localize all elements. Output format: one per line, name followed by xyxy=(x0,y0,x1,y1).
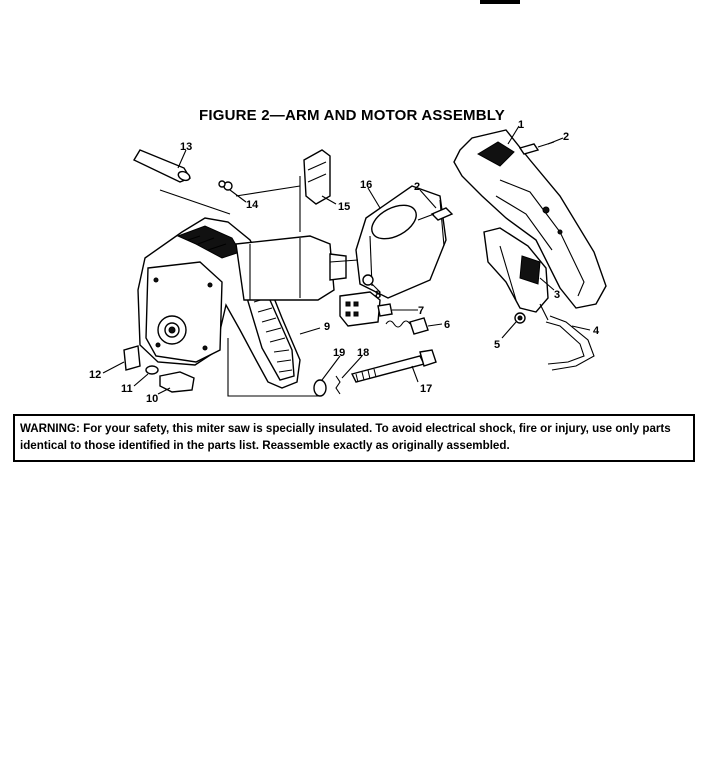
assembly-guide-lines xyxy=(159,185,359,397)
part-1-arm-cover xyxy=(453,129,607,309)
callout-2-upper: 2 xyxy=(563,131,569,143)
part-3-inner-arm-cover xyxy=(483,227,549,313)
part-4-handle-spring xyxy=(539,303,595,371)
callout-8: 8 xyxy=(375,289,381,301)
callout-18: 18 xyxy=(357,347,369,359)
callout-9: 9 xyxy=(324,321,330,333)
scan-edge-mark xyxy=(480,0,520,4)
part-11-screw xyxy=(145,365,159,375)
callout-4: 4 xyxy=(593,325,600,337)
part-2-screw-lower xyxy=(417,207,454,221)
callout-5: 5 xyxy=(494,339,500,351)
part-10-terminal-clip xyxy=(159,371,195,393)
part-6-clip xyxy=(385,317,429,335)
callout-11: 11 xyxy=(121,383,133,395)
part-8-nut xyxy=(362,274,374,286)
callout-13: 13 xyxy=(180,141,192,153)
callout-7: 7 xyxy=(418,305,424,317)
callout-labels: 1 2 2 3 4 5 6 7 8 9 10 11 12 13 14 15 16… xyxy=(89,119,600,405)
part-19-flat-washer xyxy=(313,379,327,397)
part-17-long-bolt xyxy=(350,349,437,383)
part-18-lock-washer xyxy=(335,375,341,395)
callout-14: 14 xyxy=(246,199,259,211)
callout-10: 10 xyxy=(146,393,158,405)
part-12-brush-holder xyxy=(123,345,141,371)
figure-title: FIGURE 2—ARM AND MOTOR ASSEMBLY xyxy=(199,107,505,124)
part-7-switch xyxy=(339,291,393,327)
part-13-pin xyxy=(133,149,192,183)
part-9-arm-housing xyxy=(137,217,301,389)
callout-12: 12 xyxy=(89,369,101,381)
motor-body xyxy=(235,235,347,301)
callout-2-lower: 2 xyxy=(414,181,420,193)
callout-19: 19 xyxy=(333,347,345,359)
part-14-nut xyxy=(218,180,233,191)
exploded-parts-diagram: 1 2 2 3 4 5 6 7 8 9 10 11 12 13 14 15 16… xyxy=(89,119,607,405)
part-15-bracket xyxy=(299,149,331,232)
callout-16: 16 xyxy=(360,179,372,191)
part-16-motor-end-cover xyxy=(355,185,447,299)
safety-warning: WARNING: For your safety, this miter saw… xyxy=(13,414,695,462)
callout-6: 6 xyxy=(444,319,450,331)
part-5-nut xyxy=(514,312,526,324)
callout-17: 17 xyxy=(420,383,432,395)
callout-leaders xyxy=(102,125,591,395)
callout-1: 1 xyxy=(518,119,524,131)
callout-15: 15 xyxy=(338,201,350,213)
callout-3: 3 xyxy=(554,289,560,301)
